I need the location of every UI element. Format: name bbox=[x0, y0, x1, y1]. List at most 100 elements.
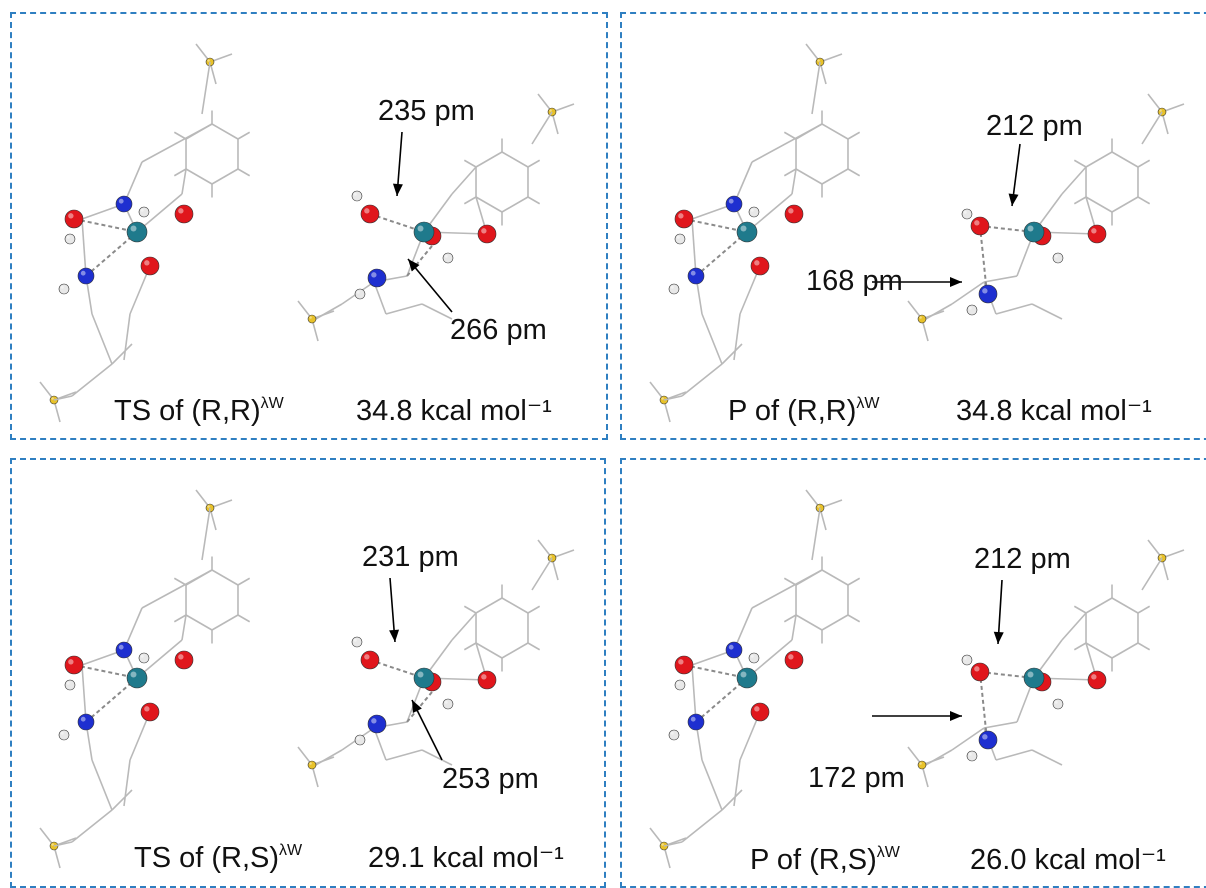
bond bbox=[847, 131, 861, 140]
structure-title: TS of (R,R)λW bbox=[114, 395, 284, 427]
bond bbox=[313, 303, 343, 321]
oxygen-atom bbox=[477, 670, 497, 690]
bond bbox=[501, 597, 529, 614]
atom-highlight bbox=[144, 260, 150, 266]
dashed-bond bbox=[695, 231, 748, 277]
bond bbox=[475, 642, 503, 659]
bond bbox=[923, 749, 953, 767]
bond bbox=[173, 168, 187, 177]
hydrogen-atom bbox=[351, 636, 363, 648]
atom-highlight bbox=[130, 671, 137, 678]
hydrogen-atom bbox=[1052, 252, 1064, 264]
distance-label: 266 pm bbox=[450, 314, 547, 346]
oxygen-atom bbox=[140, 256, 160, 276]
bond bbox=[1085, 597, 1113, 614]
atom-highlight bbox=[788, 208, 794, 214]
oxygen-atom bbox=[64, 655, 84, 675]
atom-highlight bbox=[309, 762, 312, 765]
bond bbox=[71, 809, 113, 843]
atom-highlight bbox=[968, 306, 972, 310]
bond bbox=[1141, 111, 1163, 145]
bond bbox=[923, 303, 953, 321]
structure-title: TS of (R,S)λW bbox=[134, 842, 303, 874]
atom-highlight bbox=[178, 208, 184, 214]
bond bbox=[385, 749, 423, 761]
atom-highlight bbox=[140, 654, 144, 658]
atom-highlight bbox=[549, 109, 552, 112]
atom-highlight bbox=[963, 656, 967, 660]
hydrogen-atom bbox=[58, 729, 70, 741]
bond bbox=[783, 614, 797, 623]
bond bbox=[237, 131, 251, 140]
atom-highlight bbox=[919, 316, 922, 319]
pointer-arrowhead bbox=[389, 629, 400, 642]
atom-highlight bbox=[549, 555, 552, 558]
bond bbox=[751, 569, 823, 609]
atom-highlight bbox=[750, 654, 754, 658]
sulfur-atom bbox=[917, 760, 927, 770]
bond bbox=[501, 642, 529, 659]
hydrogen-atom bbox=[442, 698, 454, 710]
atom-highlight bbox=[371, 718, 377, 724]
oxygen-atom bbox=[750, 256, 770, 276]
atom-highlight bbox=[678, 659, 684, 665]
sulfur-atom bbox=[307, 760, 317, 770]
bond bbox=[173, 614, 187, 623]
bond bbox=[1137, 159, 1151, 168]
panel-ts-rr: 235 pm 266 pm TS of (R,R)λW 34.8 kcal mo… bbox=[10, 12, 608, 440]
nitrogen-atom bbox=[367, 714, 387, 734]
bond bbox=[123, 759, 131, 807]
bond bbox=[1061, 612, 1087, 641]
hydrogen-atom bbox=[966, 304, 978, 316]
bond bbox=[951, 727, 985, 751]
bond bbox=[1031, 749, 1063, 766]
bond bbox=[111, 343, 133, 365]
oxygen-atom bbox=[750, 702, 770, 722]
hydrogen-atom bbox=[354, 288, 366, 300]
bond bbox=[1141, 557, 1163, 591]
atom-highlight bbox=[144, 706, 150, 712]
bond bbox=[237, 614, 251, 623]
oxygen-atom bbox=[477, 224, 497, 244]
bond bbox=[733, 759, 741, 807]
energy-label: 34.8 kcal mol⁻¹ bbox=[356, 395, 552, 427]
bond bbox=[81, 218, 87, 277]
bond bbox=[983, 275, 1018, 283]
oxygen-atom bbox=[360, 650, 380, 670]
bond bbox=[1111, 196, 1139, 213]
bond bbox=[527, 159, 541, 168]
atom-highlight bbox=[690, 716, 696, 722]
atom-highlight bbox=[417, 671, 424, 678]
atom-highlight bbox=[728, 198, 734, 204]
hydrogen-atom bbox=[961, 654, 973, 666]
atom-highlight bbox=[66, 235, 70, 239]
hydrogen-atom bbox=[1052, 698, 1064, 710]
bond bbox=[791, 614, 797, 641]
bond bbox=[527, 196, 541, 205]
nitrogen-atom bbox=[367, 268, 387, 288]
oxygen-atom bbox=[674, 655, 694, 675]
dashed-bond bbox=[979, 225, 988, 295]
bond bbox=[53, 841, 73, 847]
metal-atom bbox=[413, 667, 435, 689]
metal-atom bbox=[1023, 221, 1045, 243]
panel-p-rs: 212 pm 172 pm P of (R,S)λW 26.0 kcal mol… bbox=[620, 458, 1206, 888]
bond bbox=[385, 303, 423, 315]
atom-highlight bbox=[60, 285, 64, 289]
atom-highlight bbox=[963, 210, 967, 214]
atom-highlight bbox=[919, 762, 922, 765]
bond bbox=[463, 196, 477, 205]
bond bbox=[185, 168, 213, 185]
oxygen-atom bbox=[970, 216, 990, 236]
pointer-arrowhead bbox=[412, 700, 422, 713]
bond bbox=[71, 363, 113, 397]
hydrogen-atom bbox=[64, 679, 76, 691]
bond bbox=[141, 123, 213, 163]
hydrogen-atom bbox=[748, 652, 760, 664]
atom-highlight bbox=[690, 270, 696, 276]
hydrogen-atom bbox=[58, 283, 70, 295]
panel-p-rr: 212 pm 168 pm P of (R,R)λW 34.8 kcal mol… bbox=[620, 12, 1206, 440]
atom-highlight bbox=[1027, 225, 1034, 232]
molecule-drawing bbox=[39, 489, 575, 869]
bond bbox=[811, 507, 821, 561]
